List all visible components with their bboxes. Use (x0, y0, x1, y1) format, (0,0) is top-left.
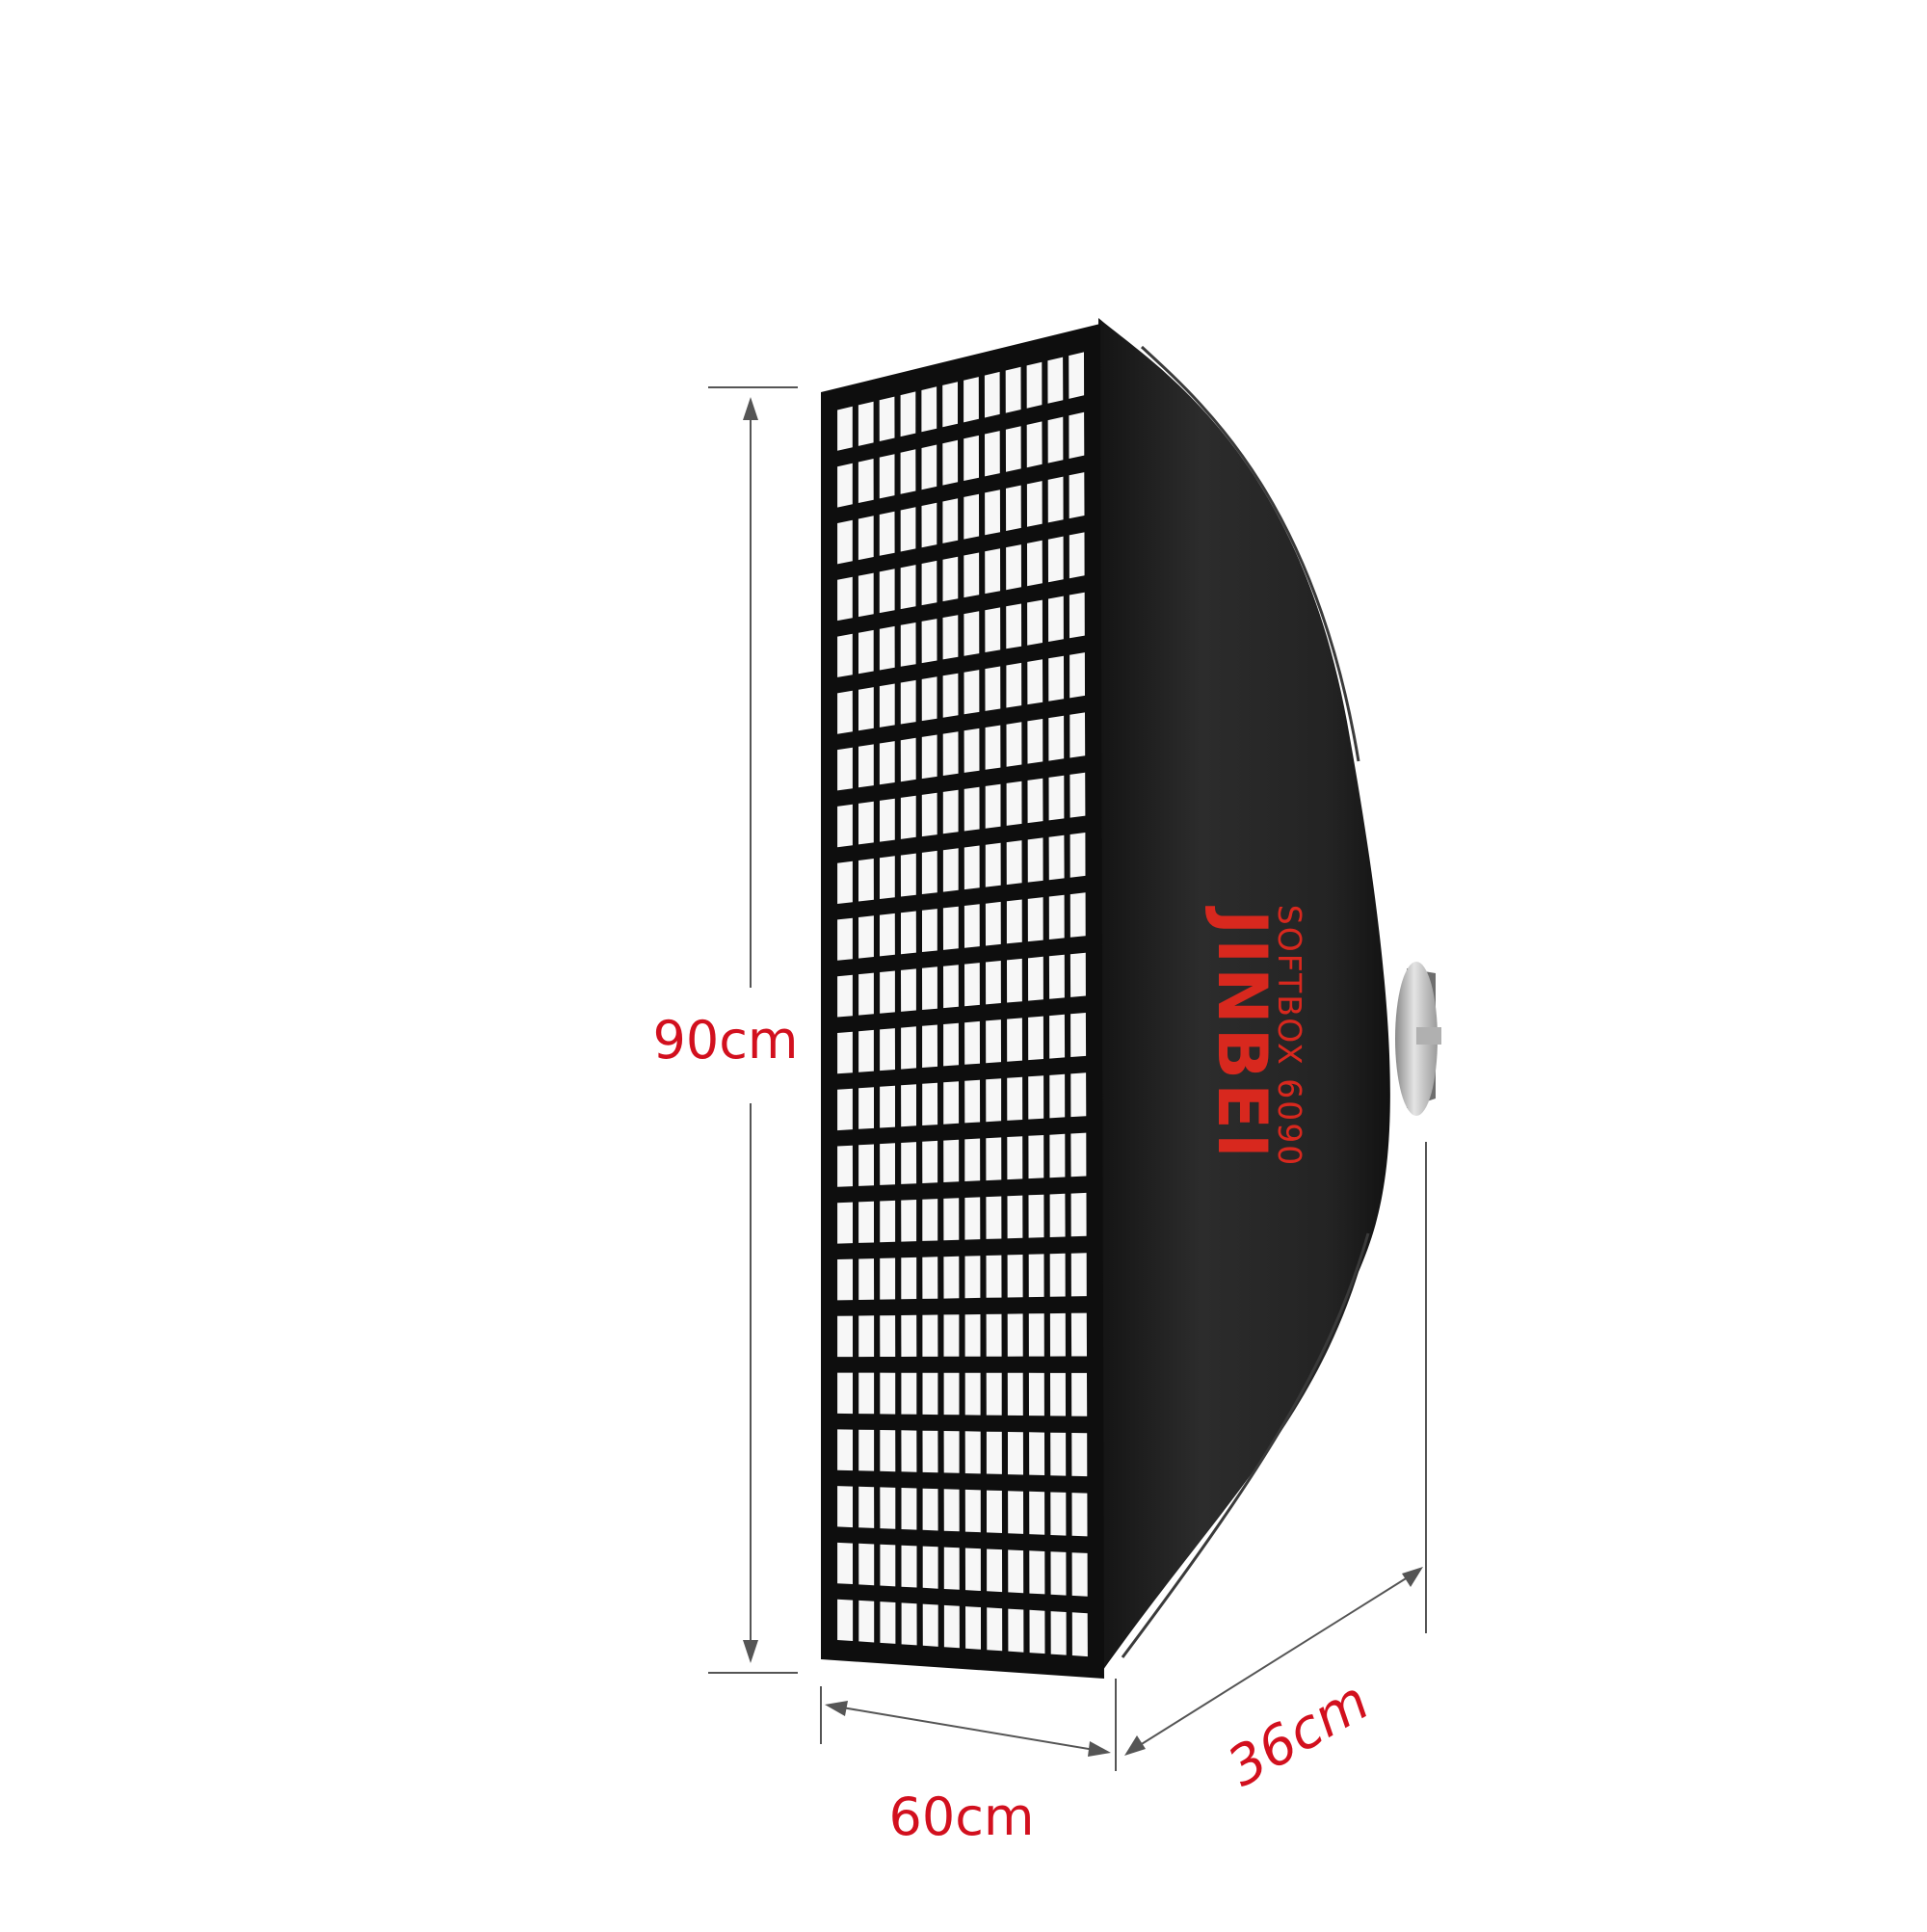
brand-logo: JINBEI (1202, 906, 1281, 1162)
height-label: 90cm (652, 1010, 798, 1071)
width-label: 60cm (888, 1786, 1034, 1847)
softbox-side-body (1098, 318, 1390, 1677)
arrow-right-icon (1088, 1741, 1111, 1757)
arrow-up-icon (743, 397, 758, 420)
honeycomb-grid-panel (821, 324, 1104, 1679)
width-dimension: 60cm (820, 1679, 1117, 1847)
arrow-left-down-icon (1124, 1735, 1146, 1756)
model-label: SOFTBOX 6090 (1271, 905, 1308, 1167)
arrow-left-icon (825, 1701, 848, 1716)
height-dimension: 90cm (652, 386, 799, 1674)
arrow-right-up-icon (1402, 1567, 1423, 1587)
depth-label: 36cm (1218, 1670, 1380, 1800)
arrow-down-icon (743, 1640, 758, 1663)
speedring-mount (1395, 962, 1441, 1116)
